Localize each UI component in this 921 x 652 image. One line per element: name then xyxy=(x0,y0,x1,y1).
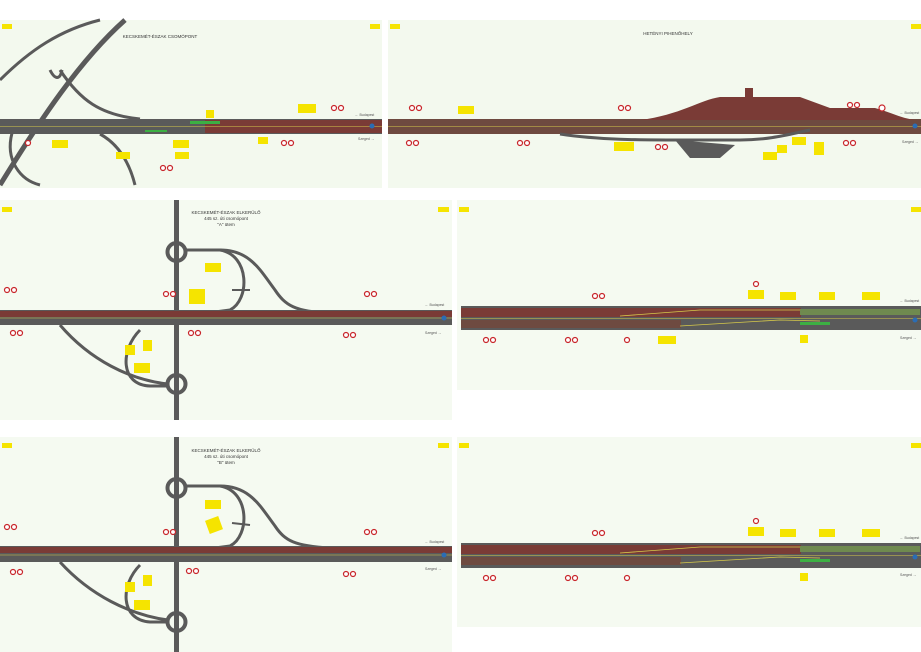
panel-5-dir-down: Szeged → xyxy=(425,567,441,571)
panel-5-dir-up: ← Budapest xyxy=(425,540,444,544)
panel-2-bg xyxy=(388,20,921,188)
panel-2-rest-area: HETÉNYI PIHENŐHELY ← Budapest Szeged → xyxy=(388,30,921,160)
panel-3-title-3: "A" ütem xyxy=(217,222,235,227)
panel-6-bg xyxy=(457,437,921,627)
panel-3-title-1: KECSKEMÉT-ÉSZAK ELKERÜLŐ xyxy=(191,209,261,215)
panel-3-title-2: 445 sz. úti csomópont xyxy=(204,216,249,221)
panel-4-dir-down: Szeged → xyxy=(900,336,916,340)
panel-3-dir-up: ← Budapest xyxy=(425,303,444,307)
panel-4-dir-up: ← Budapest xyxy=(900,299,919,303)
panel-1-dir-up: ← Budapest xyxy=(355,113,374,117)
corner-tags xyxy=(2,24,921,448)
panel-5-bg xyxy=(0,437,452,652)
panel-3-dir-down: Szeged → xyxy=(425,331,441,335)
panel-2-dir-up: ← Budapest xyxy=(900,111,919,115)
panel-1-bg xyxy=(0,20,382,188)
panel-1-title: KECSKEMÉT-ÉSZAK CSOMÓPONT xyxy=(123,33,198,39)
panel-1-dir-down: Szeged → xyxy=(358,137,374,141)
panel-5-title-3: "B" ütem xyxy=(217,460,235,465)
panel-1-interchange: KECSKEMÉT-ÉSZAK CSOMÓPONT ← Budapest Sze… xyxy=(0,18,382,187)
panel-5-title-2: 445 sz. úti csomópont xyxy=(204,454,249,459)
panel-2-title: HETÉNYI PIHENŐHELY xyxy=(643,30,692,36)
panel-6-crossover: ← Budapest Szeged → xyxy=(461,517,921,582)
panel-6-dir-down: Szeged → xyxy=(900,573,916,577)
panel-5-interchange: KECSKEMÉT-ÉSZAK ELKERÜLŐ 445 sz. úti cso… xyxy=(0,437,452,652)
panel-2-dir-down: Szeged → xyxy=(902,140,918,144)
panel-4-bg xyxy=(457,200,921,390)
panel-5-title-1: KECSKEMÉT-ÉSZAK ELKERÜLŐ xyxy=(191,447,261,453)
panel-3-interchange: KECSKEMÉT-ÉSZAK ELKERÜLŐ 445 sz. úti cso… xyxy=(0,200,452,420)
panel-6-dir-up: ← Budapest xyxy=(900,536,919,540)
panel-4-crossover: ← Budapest Szeged → xyxy=(461,280,921,344)
